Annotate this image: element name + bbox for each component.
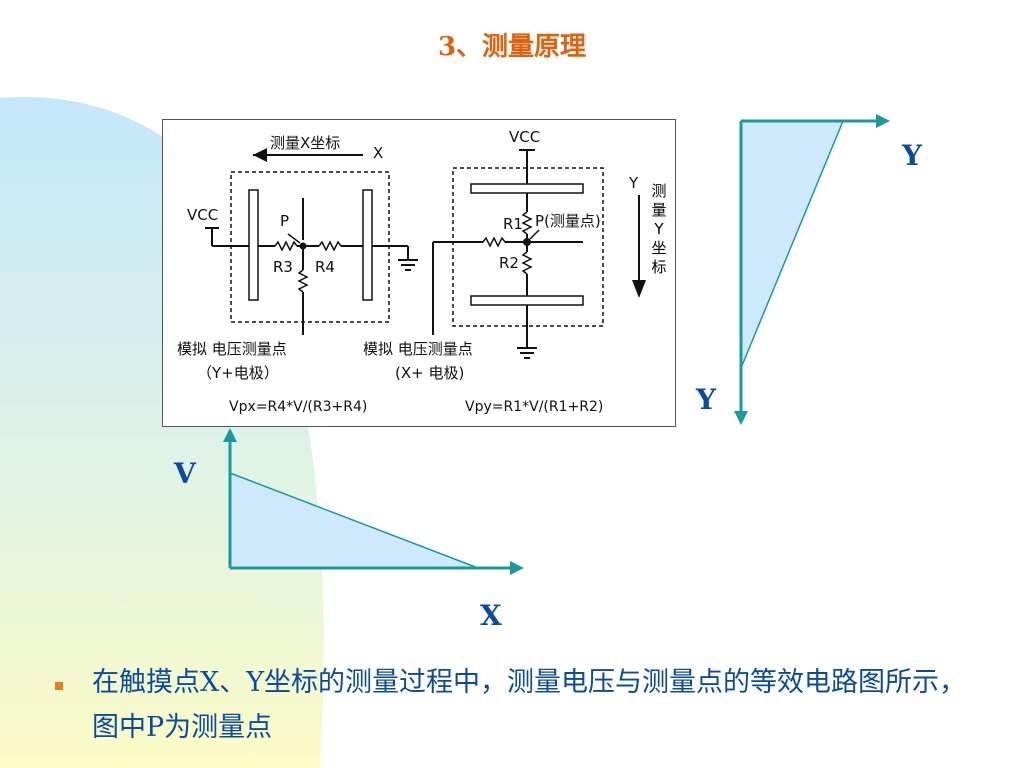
formula-vpy: Vpy=R1*V/(R1+R2) (465, 399, 604, 415)
y-graph-bottom-label: Y (696, 383, 716, 416)
y-measure-char: 测 (651, 182, 667, 200)
p-right-label: P(测量点) (535, 212, 601, 230)
r4-label: R4 (315, 258, 335, 276)
left-electrode-label: （Y+电极） (197, 364, 279, 382)
bullet-marker (55, 682, 63, 690)
formula-vpx: Vpx=R4*V/(R3+R4) (229, 399, 368, 415)
circuit-wiring (205, 148, 646, 359)
right-electrode-label: (X+ 电极) (395, 364, 465, 382)
y-measure-char: 坐 (651, 239, 667, 257)
body-paragraph: 在触摸点X、Y坐标的测量过程中，测量电压与测量点的等效电路图所示，图中P为测量点 (92, 667, 967, 743)
r3-label: R3 (273, 258, 293, 276)
circuit-diagram: 测量X坐标 X VCC VCC P R3 R4 R1 R2 P(测量点) Y 测… (162, 119, 676, 427)
y-measure-char: Y (654, 220, 664, 238)
vx-graph-x-label: X (480, 599, 502, 632)
y-graph-top-label: Y (902, 139, 922, 172)
vx-graph-v-label: V (174, 457, 196, 490)
y-axis-label-circuit: Y (629, 174, 639, 192)
y-measure-label: 测 量 Y 坐 标 (651, 182, 667, 277)
vcc-right-label: VCC (509, 128, 541, 146)
y-measure-char: 量 (651, 201, 667, 219)
r1-label: R1 (503, 215, 523, 233)
right-measure-point-label: 模拟 电压测量点 (363, 340, 473, 358)
y-measure-char: 标 (651, 258, 667, 276)
vcc-left-label: VCC (187, 206, 219, 224)
x-measure-label: 测量X坐标 (270, 134, 341, 152)
p-left-label: P (280, 212, 290, 230)
x-axis-label: X (373, 144, 384, 162)
page-title: 3、测量原理 (437, 32, 587, 62)
r2-label: R2 (499, 254, 519, 272)
left-measure-point-label: 模拟 电压测量点 (177, 340, 287, 358)
